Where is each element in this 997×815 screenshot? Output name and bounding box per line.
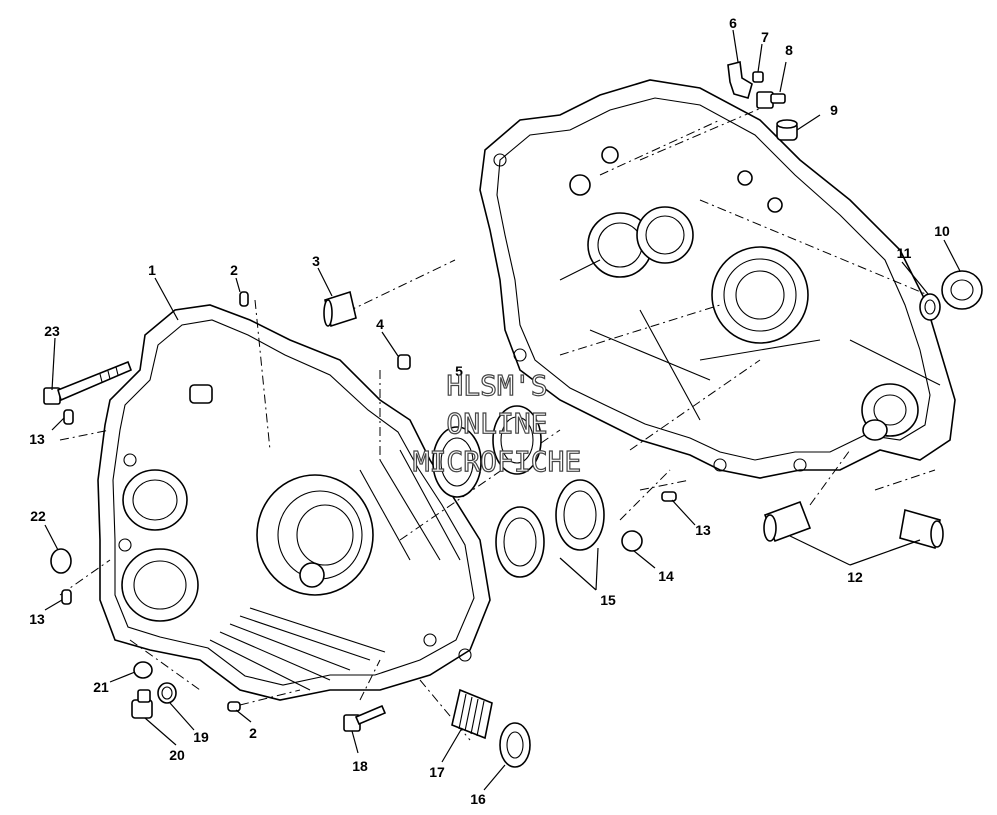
watermark: HLSM'S ONLINE MICROFICHE: [412, 368, 582, 478]
part-17-needle-bearing: [451, 688, 493, 740]
callout-11: 11: [897, 245, 912, 261]
callout-21: 21: [93, 679, 109, 695]
callout-7: 7: [761, 29, 769, 45]
callout-22: 22: [30, 508, 46, 524]
part-13-dowel-a: [63, 409, 74, 425]
part-8-screw: [756, 91, 786, 109]
callout-13-b: 13: [29, 611, 45, 627]
part-23-bolt: [43, 360, 133, 405]
callout-16: 16: [470, 791, 486, 807]
part-12-sleeve-left: [763, 500, 812, 543]
watermark-line-3: MICROFICHE: [413, 445, 582, 478]
part-19-washer: [157, 682, 177, 704]
callout-13-a: 13: [29, 431, 45, 447]
callout-4: 4: [376, 316, 384, 332]
part-13-dowel-b: [61, 589, 72, 605]
callout-2-top: 2: [230, 262, 238, 278]
callout-23: 23: [44, 323, 60, 339]
part-7-screw: [752, 71, 764, 83]
callout-10: 10: [934, 223, 950, 239]
callout-3: 3: [312, 253, 320, 269]
callout-2-bottom: 2: [249, 725, 257, 741]
callout-14: 14: [658, 568, 674, 584]
callout-8: 8: [785, 42, 793, 58]
left-crankcase-half: [97, 304, 491, 701]
callout-15: 15: [600, 592, 616, 608]
leader-lines: [44, 29, 961, 791]
callout-5: 5: [455, 363, 463, 379]
part-20-drain-plug: [131, 689, 153, 719]
callout-17: 17: [429, 764, 445, 780]
callout-6: 6: [729, 15, 737, 31]
part-22-plug: [50, 548, 72, 574]
part-4-dowel: [397, 354, 411, 370]
part-6-bracket: [727, 61, 753, 99]
callout-20: 20: [169, 747, 185, 763]
part-5-bearing: [432, 405, 542, 498]
callout-18: 18: [352, 758, 368, 774]
callout-1: 1: [148, 262, 156, 278]
part-12-sleeve-right: [899, 508, 944, 550]
callout-labels: 1 2 2 3 4 5 6 7 8 9 10 11 12 13 13 13 13…: [29, 15, 950, 807]
watermark-line-2: ONLINE: [446, 407, 547, 440]
part-10-bearing: [941, 270, 983, 310]
part-11-seal: [919, 293, 941, 321]
part-2-pin-bottom: [227, 701, 241, 712]
part-13-dowel-c: [661, 491, 677, 502]
watermark-line-1: HLSM'S: [446, 369, 547, 402]
part-16-seal: [499, 722, 531, 768]
right-crankcase-half: [479, 79, 956, 479]
part-3-sleeve: [323, 290, 357, 328]
part-18-bolt: [343, 704, 387, 732]
callout-19: 19: [193, 729, 209, 745]
part-21-oring: [133, 661, 153, 679]
part-15-bearing: [495, 479, 605, 578]
callout-13-c: 13: [695, 522, 711, 538]
part-14-ball: [621, 530, 643, 552]
callout-12: 12: [847, 569, 863, 585]
part-9-bushing: [776, 119, 798, 141]
callout-9: 9: [830, 102, 838, 118]
part-2-pin-top: [239, 291, 249, 307]
